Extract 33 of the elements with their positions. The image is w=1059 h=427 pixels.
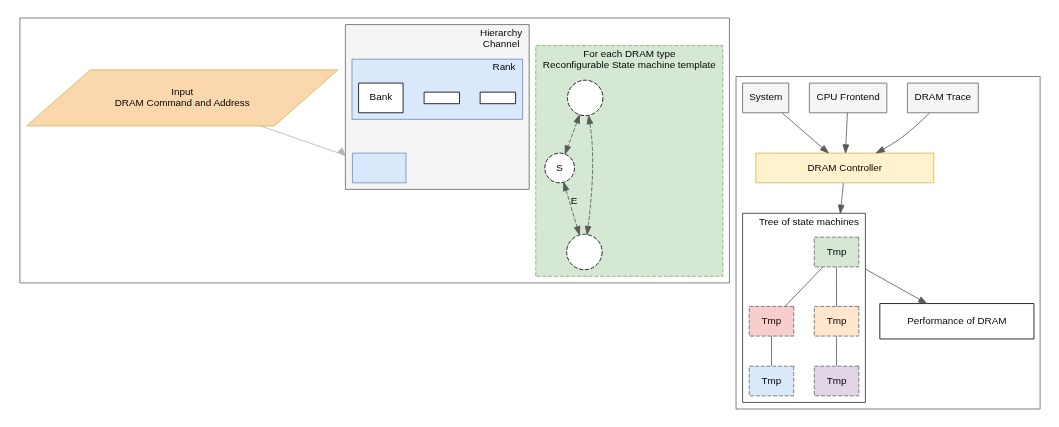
node-circle: S [543,152,575,184]
arrow [259,125,346,157]
node-circle [566,79,603,117]
arrow [842,112,849,154]
arrow [837,182,844,214]
node-box [423,91,460,105]
arrow [564,114,580,155]
arrow [875,112,930,154]
connector [770,335,772,367]
node-box [351,152,406,184]
node-box: Tmp [813,236,859,268]
node-box: Tmp [813,365,859,397]
node-box: Tmp [813,306,859,337]
node-box: CPU Frontend [808,82,887,114]
edge-label: E [570,194,577,206]
node-circle [565,233,602,271]
arrow [584,115,593,235]
connector [784,266,823,307]
node-box: DRAM Controller [754,152,934,184]
node-box: Performance of DRAM [878,303,1034,340]
cluster [19,17,730,284]
arrow [864,268,927,304]
node-box: Tmp [748,365,794,397]
arrow [781,112,829,154]
arrow [562,182,580,236]
node-box: System [741,82,789,114]
node-box: Bank [357,82,403,114]
cluster [735,76,1040,410]
node-box [479,91,516,105]
connector [835,266,837,307]
node-box: Tmp [748,306,794,337]
node-box: DRAM Trace [906,82,979,114]
connector [835,335,837,367]
